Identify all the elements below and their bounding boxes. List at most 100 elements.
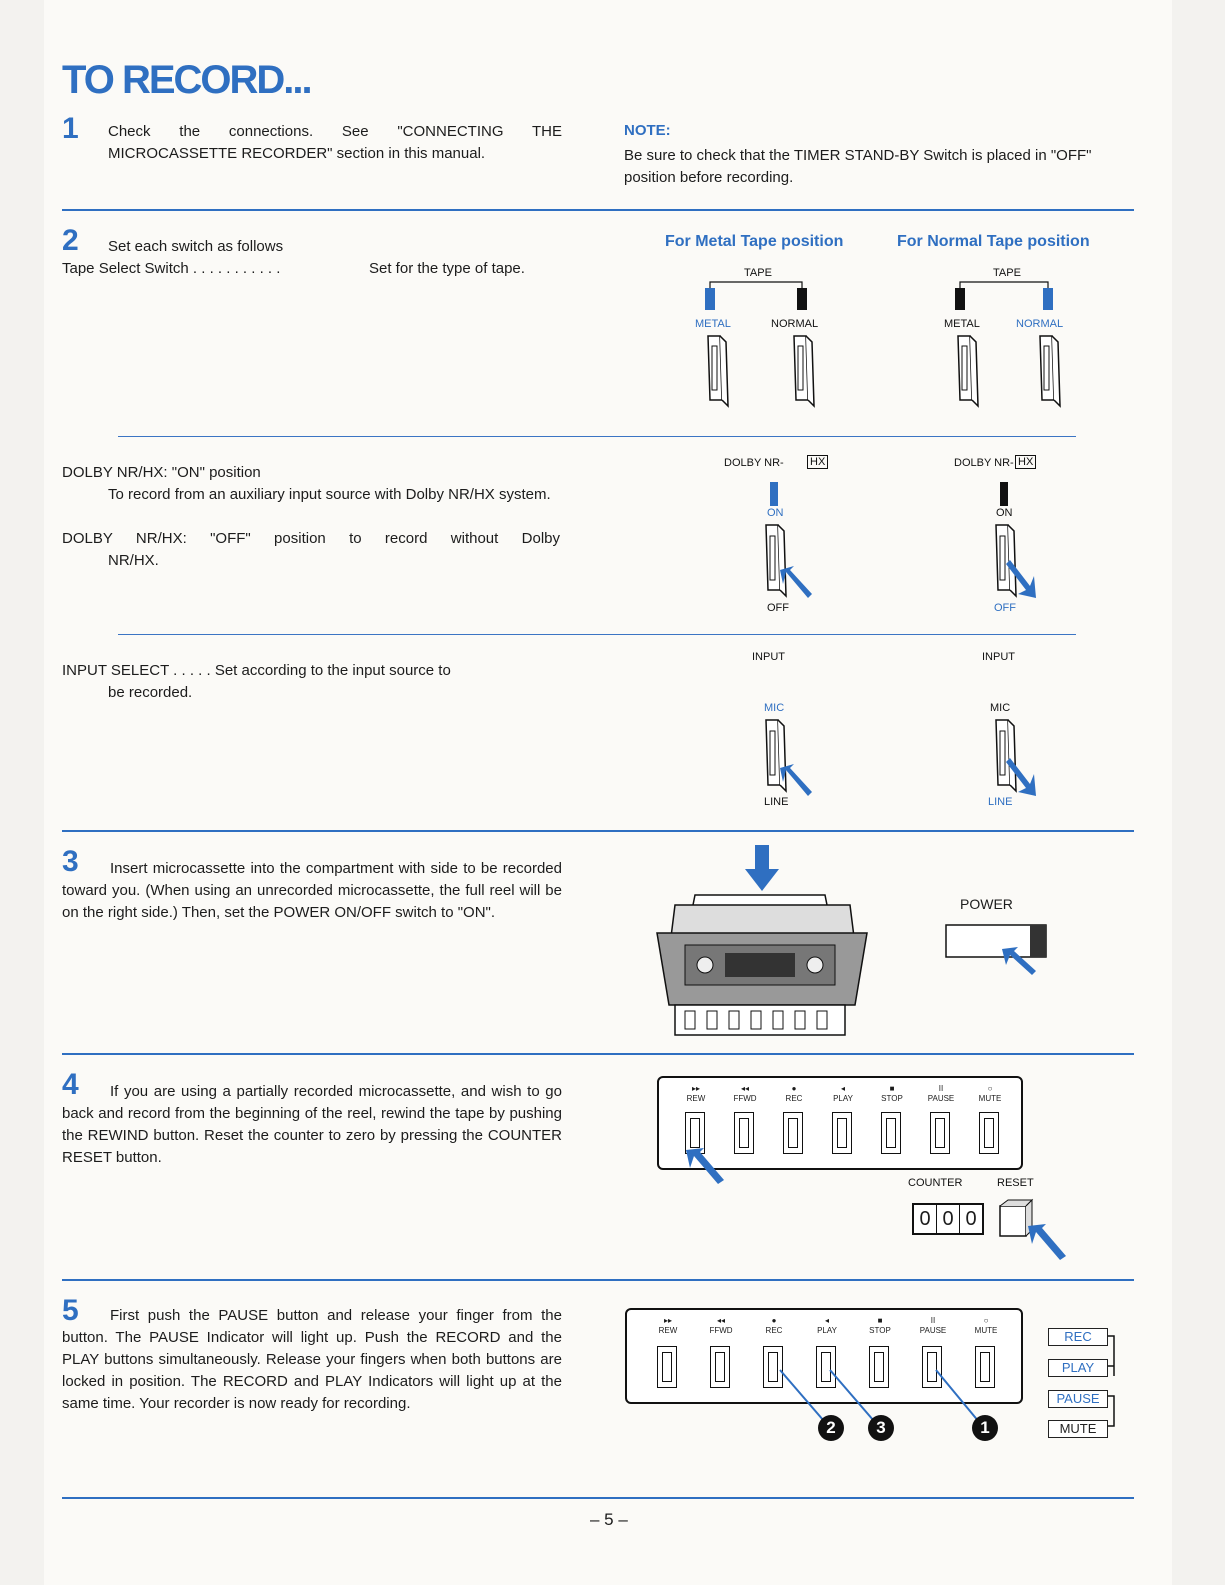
transport-button-ffwd[interactable] <box>710 1346 730 1388</box>
transport-symbol: II <box>938 1084 944 1093</box>
transport-symbol: ■ <box>877 1316 883 1325</box>
sequence-callouts <box>779 1369 985 1429</box>
button-face <box>935 1118 945 1148</box>
metal-heading: For Metal Tape position <box>665 233 844 250</box>
transport-label: REC <box>765 1326 783 1335</box>
transport-button-pause[interactable] <box>930 1112 950 1154</box>
tape-select-value: Set for the type of tape. <box>369 260 525 277</box>
transport-label: FFWD <box>733 1094 757 1103</box>
input-label-left: INPUT <box>752 651 785 663</box>
tape-switch-metal-figure <box>705 281 815 408</box>
transport-button-play[interactable] <box>816 1346 836 1388</box>
normal-heading: For Normal Tape position <box>897 233 1090 250</box>
transport-symbol: ○ <box>987 1084 993 1093</box>
dolby-on-text: To record from an auxiliary input source… <box>108 486 551 503</box>
transport-button-play[interactable] <box>832 1112 852 1154</box>
dolby-on-title: DOLBY NR/HX: "ON" position <box>62 464 261 481</box>
transport-symbol: ● <box>771 1316 777 1325</box>
step-1-text: Check the connections. See "CONNECTING T… <box>108 123 562 162</box>
input-switch-line-figure <box>995 719 1036 796</box>
callout-2: 2 <box>818 1415 844 1441</box>
transport-label: REW <box>686 1094 706 1103</box>
transport-symbol: ■ <box>889 1084 895 1093</box>
button-face <box>821 1352 831 1382</box>
dolby-off-label-left: OFF <box>767 602 789 614</box>
tape-switch-normal-figure <box>955 281 1061 408</box>
dolby-on-label-right: ON <box>996 507 1013 519</box>
divider <box>62 209 1134 211</box>
rec-indicator: REC <box>1048 1328 1108 1346</box>
mic-label-right: MIC <box>990 702 1011 714</box>
line-label-left: LINE <box>764 796 789 808</box>
step-3-text: Insert microcassette into the compartmen… <box>62 860 562 921</box>
transport-button-pause[interactable] <box>922 1346 942 1388</box>
cassette-insertion-figure <box>656 845 868 1036</box>
step-1-number: 1 <box>62 112 79 145</box>
button-face <box>837 1118 847 1148</box>
hx-label-left: HX <box>807 455 829 469</box>
dolby-switch-off-figure <box>995 482 1036 598</box>
transport-label: PAUSE <box>927 1094 955 1103</box>
transport-label: REC <box>785 1094 803 1103</box>
tape-label-right: TAPE <box>993 267 1021 279</box>
counter-digit: 0 <box>965 1208 977 1230</box>
transport-button-stop[interactable] <box>881 1112 901 1154</box>
transport-symbol: ◂◂ <box>716 1316 726 1325</box>
transport-button-rec[interactable] <box>763 1346 783 1388</box>
counter-display: 0 0 0 <box>912 1203 984 1235</box>
transport-button-stop[interactable] <box>869 1346 889 1388</box>
page-title: TO RECORD... <box>62 58 313 102</box>
step-3-number: 3 <box>62 845 79 878</box>
divider <box>62 1279 1134 1281</box>
input-text: be recorded. <box>108 684 193 701</box>
counter-digit: 0 <box>914 1205 937 1233</box>
step-4-text: If you are using a partially recorded mi… <box>62 1083 562 1166</box>
button-face <box>739 1118 749 1148</box>
transport-button-mute[interactable] <box>979 1112 999 1154</box>
dolby-label-right: DOLBY NR- <box>954 457 1014 469</box>
callout-3: 3 <box>868 1415 894 1441</box>
pause-indicator: PAUSE <box>1048 1390 1108 1408</box>
step-2-number: 2 <box>62 224 79 257</box>
button-face <box>662 1352 672 1382</box>
power-label: POWER <box>960 896 1013 912</box>
note-heading: NOTE: <box>624 122 671 139</box>
divider <box>118 436 1076 437</box>
power-switch-figure <box>945 924 1047 975</box>
normal-label-right: NORMAL <box>1016 318 1064 330</box>
reset-button-figure <box>999 1198 1066 1260</box>
metal-label-left: METAL <box>695 318 731 330</box>
transport-symbol: ▸▸ <box>663 1316 673 1325</box>
transport-label: PAUSE <box>919 1326 947 1335</box>
transport-symbol: II <box>930 1316 936 1325</box>
callout-1: 1 <box>972 1415 998 1441</box>
transport-button-mute[interactable] <box>975 1346 995 1388</box>
rewind-press-arrow <box>686 1148 724 1184</box>
transport-label: STOP <box>881 1094 903 1103</box>
dolby-on-label-left: ON <box>767 507 784 519</box>
indicator-bracket <box>1108 1335 1115 1427</box>
normal-label-left: NORMAL <box>771 318 819 330</box>
step-4-number: 4 <box>62 1068 79 1101</box>
button-face <box>886 1118 896 1148</box>
counter-digit: 0 <box>937 1205 960 1233</box>
transport-button-ffwd[interactable] <box>734 1112 754 1154</box>
input-label-right: INPUT <box>982 651 1015 663</box>
transport-label: MUTE <box>978 1094 1002 1103</box>
transport-label: REW <box>658 1326 678 1335</box>
button-face <box>788 1118 798 1148</box>
transport-button-rec[interactable] <box>783 1112 803 1154</box>
tape-select-label: Tape Select Switch . . . . . . . . . . . <box>62 260 281 277</box>
mute-indicator: MUTE <box>1048 1420 1108 1438</box>
divider <box>62 1053 1134 1055</box>
button-face <box>984 1118 994 1148</box>
transport-symbol: ◂ <box>824 1316 829 1325</box>
transport-symbol: ◂ <box>840 1084 845 1093</box>
button-face <box>980 1352 990 1382</box>
dolby-off-title: DOLBY NR/HX: "OFF" position to record wi… <box>62 530 560 547</box>
button-face <box>927 1352 937 1382</box>
step-5-number: 5 <box>62 1294 79 1327</box>
divider <box>62 1497 1134 1499</box>
transport-button-rew[interactable] <box>657 1346 677 1388</box>
